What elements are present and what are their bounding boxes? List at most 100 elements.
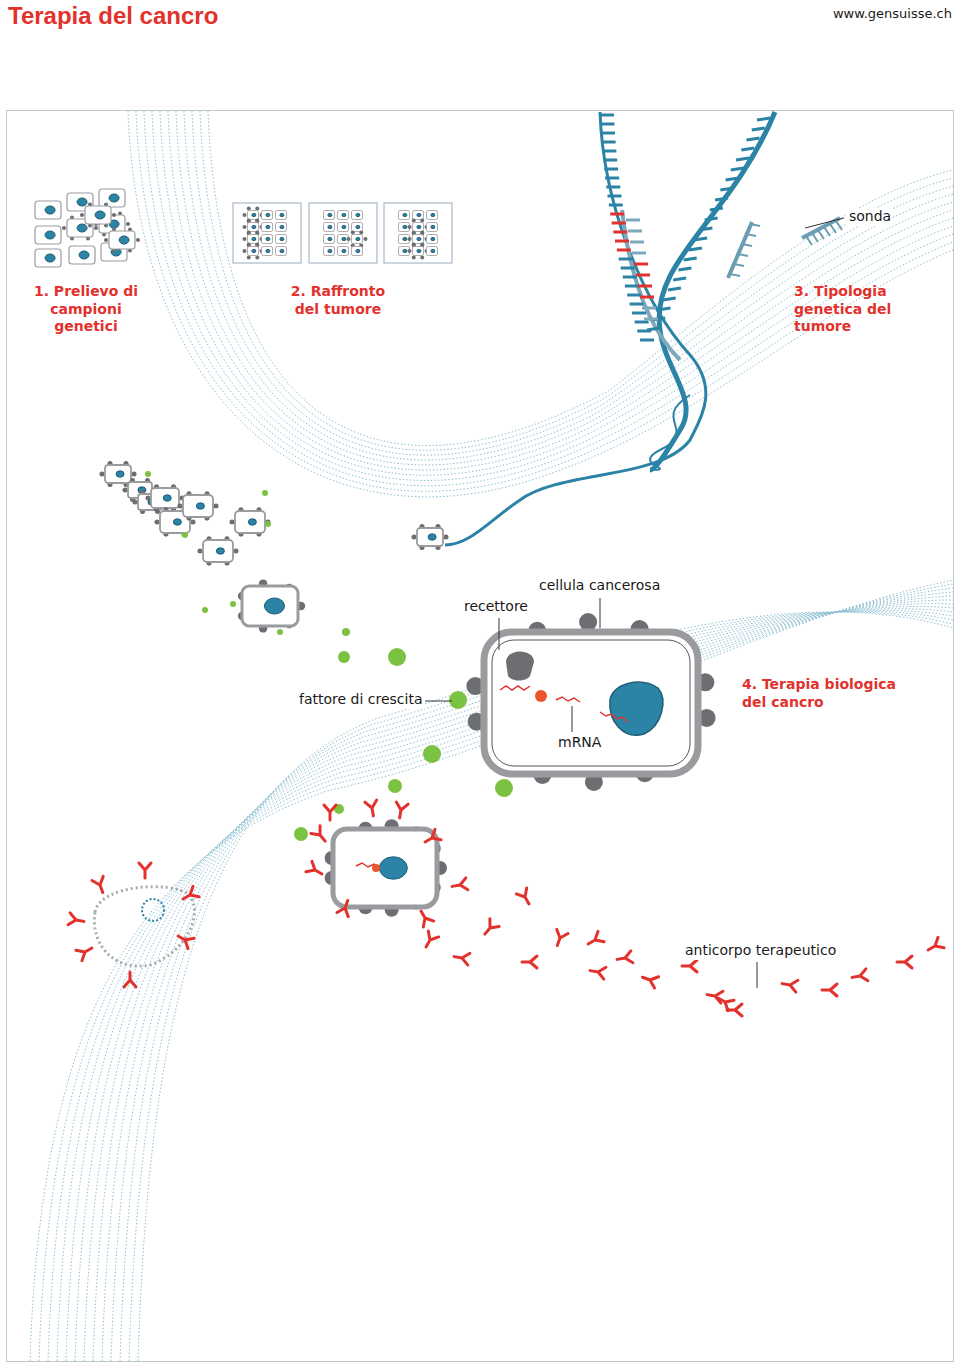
cell-nucleus [328,249,332,252]
growth-factor [262,490,268,496]
dna-base [689,248,702,250]
cell-membrane [35,201,61,219]
cell-membrane [324,235,335,244]
dna-base [634,263,648,266]
cell-spike [364,237,368,241]
dying-nucleus [142,899,164,921]
growth-factor [277,629,283,635]
cell-nucleus [280,249,284,252]
cell [238,579,305,632]
cell [324,211,335,220]
cell-membrane [399,211,410,220]
cell [324,235,335,244]
cell [427,211,438,220]
antibody [616,951,633,965]
dna-base [607,195,621,198]
cell-nucleus [45,231,55,239]
growth-factor [202,607,208,613]
cancer-cell [466,613,715,791]
dna-base [605,177,619,180]
dna-base [628,230,642,233]
dna-base [699,228,712,230]
cell-spike [197,548,202,553]
cell-nucleus [266,213,270,216]
cell-spike [255,255,259,259]
dotted-flow-line [168,111,953,470]
growth-factor [338,651,350,663]
probe [728,222,752,278]
probe-base [734,264,744,266]
probe-base [818,230,824,239]
antibody [522,956,537,968]
cell-membrane [352,223,363,232]
cell-nucleus [342,225,346,228]
antibody [311,826,330,845]
cell-nucleus [431,213,435,216]
dna-base [632,252,646,255]
cell-nucleus [109,194,119,202]
cell-membrane [35,249,61,267]
cell-nucleus [163,495,171,501]
dotted-flow-line [120,611,953,1361]
dna-base [741,148,754,150]
dna-base [663,298,676,300]
cell-nucleus [379,857,407,879]
cell-membrane [417,528,443,546]
dna-base [623,276,637,279]
dotted-flow-line [75,600,953,1361]
cell [35,201,61,219]
cell-membrane [324,247,335,256]
dna-base [720,188,733,190]
cell-nucleus [280,213,284,216]
cell-nucleus [266,225,270,228]
nucleus [610,682,663,735]
cell [338,247,349,256]
antibody [552,929,568,947]
cell-membrane [427,247,438,256]
dna-base [644,318,658,321]
antibody [640,972,658,988]
cell-nucleus [356,249,360,252]
cell-membrane [248,223,259,232]
cell-membrane [352,247,363,256]
cell [243,231,264,248]
antibody [416,908,434,927]
cell [427,247,438,256]
cell-spike [247,255,251,259]
cell [80,203,116,228]
cell-nucleus [266,237,270,240]
part-label: mRNA [556,734,603,752]
cell-spike [80,213,84,217]
cell-spike [247,243,251,247]
cell [352,247,363,256]
mrna [556,697,580,702]
cell [352,211,363,220]
dna-base [613,231,627,234]
dna-base [601,132,615,135]
cell-membrane [262,223,273,232]
growth-factor [265,521,271,527]
dna-base [612,222,626,225]
cell-spike [190,519,195,524]
cell-nucleus [403,249,407,252]
mrna [500,686,530,690]
cell [99,189,125,207]
cell-membrane [427,235,438,244]
comparison-panel [384,203,452,263]
cell-spike [112,213,116,217]
cell-membrane [333,829,437,907]
cell-membrane [338,223,349,232]
cell [276,247,287,256]
cell-membrane [262,235,273,244]
cell-spike [347,237,351,241]
cell-nucleus [116,471,124,477]
cell-spike [243,213,247,217]
cell-membrane [324,223,335,232]
dna-base [668,288,681,290]
cell-nucleus [248,519,256,525]
dna-backbone [445,112,706,545]
cell [145,484,184,512]
dotted-flow-line [84,604,953,1361]
dna-base [606,186,620,189]
dna-backbone [650,112,775,470]
